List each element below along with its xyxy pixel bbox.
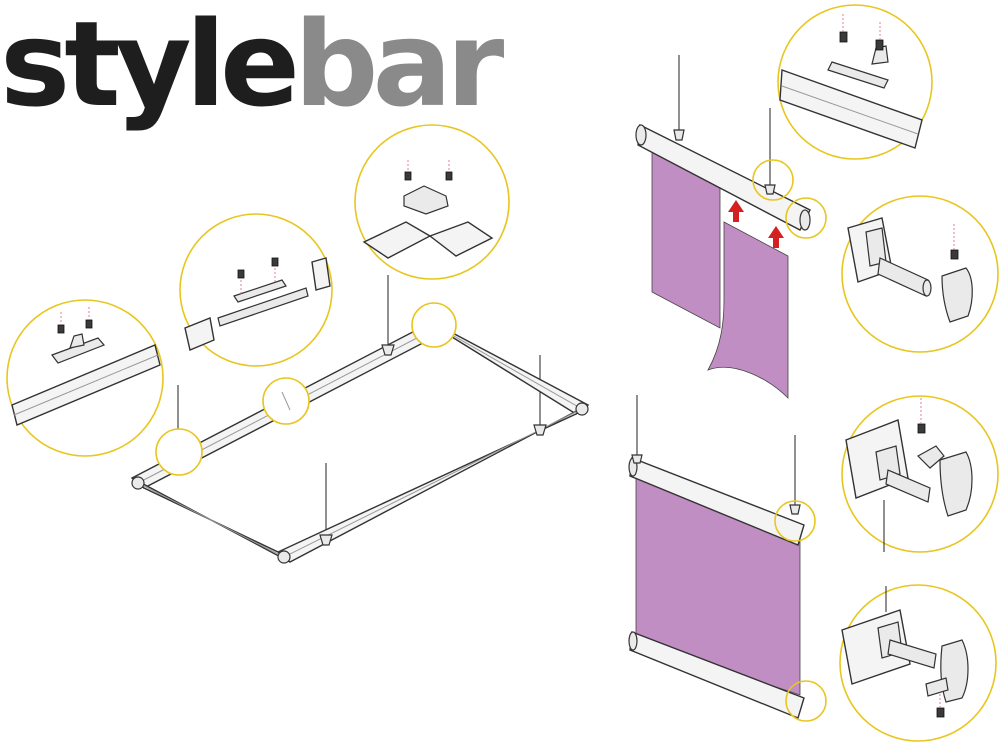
top-rail-end-right [799, 209, 811, 231]
detail-top-hanger-eye [871, 45, 889, 65]
stylebar-logo: stylebar [0, 0, 510, 133]
detail-corner-connector [354, 124, 510, 280]
set-screw-icon [271, 257, 279, 267]
frame-hanger-bottom [319, 534, 333, 546]
detail-hanger-on-rail [6, 299, 164, 457]
banner-being-inserted [707, 221, 789, 399]
set-screw-icon [404, 171, 412, 181]
detail-top-hanger-plate [827, 61, 889, 89]
marker-top-end [785, 197, 827, 239]
banner-hanger-left [631, 454, 643, 464]
detail-bottom-rod [887, 639, 937, 669]
frame-corner-right [575, 402, 589, 416]
frame-hanger-right [533, 424, 547, 436]
marker-top-hanger [752, 159, 794, 201]
frame-joint-line [281, 391, 291, 411]
svg-text:stylebar: stylebar [0, 0, 504, 133]
set-screw-icon [445, 171, 453, 181]
detail-end-cap-middle [841, 395, 999, 553]
detail-rod-tip [922, 279, 932, 297]
detail-end-cap-top [841, 195, 999, 353]
detail-right-rail-end [311, 257, 331, 291]
frame-hanger-top [381, 344, 395, 356]
end-cap-icon [939, 451, 973, 517]
frame-corner-bottom [277, 550, 291, 564]
end-cap-icon [941, 267, 973, 323]
corner-connector-icon [403, 185, 449, 215]
banner-bottom-rail-end-left [628, 631, 638, 651]
set-screw-icon [875, 39, 884, 51]
up-arrow-icon [728, 200, 784, 248]
detail-rail-groove [13, 354, 159, 416]
detail-corner-rail-right [428, 221, 494, 257]
top-rail-hanger-left [673, 129, 685, 141]
set-screw-icon [237, 269, 245, 279]
detail-left-rail-end [184, 317, 215, 351]
detail-joint-plate-part [233, 279, 287, 303]
end-cap-icon [940, 639, 969, 703]
hanging-banner-view [628, 395, 827, 722]
set-screw-icon [57, 324, 65, 334]
set-screw-icon [85, 319, 93, 329]
detail-middle-slot [875, 445, 901, 481]
set-screw-icon [839, 31, 848, 43]
banner-hanger-right [789, 504, 801, 515]
marker-banner-hanger [774, 500, 816, 542]
detail-hanger-eye [69, 333, 85, 349]
set-screw-icon [917, 423, 926, 434]
logo-text-style: style [0, 0, 295, 133]
detail-connector-bar [217, 287, 309, 327]
banner-insertion-view [635, 55, 827, 399]
detail-joint-plate [179, 213, 333, 367]
cable-hanger-icon [917, 445, 945, 469]
detail-top-hanger [777, 4, 933, 160]
detail-top-rail-groove [781, 85, 919, 135]
frame-marker-hanger [155, 428, 203, 476]
detail-end-cap-bottom [839, 584, 997, 742]
marker-banner-end [785, 680, 827, 722]
frame-corner-left [131, 476, 145, 490]
set-screw-icon [950, 249, 959, 260]
top-rail-hanger-right [764, 184, 776, 195]
detail-bottom-cap-foot [925, 677, 949, 697]
rectangular-frame [130, 275, 590, 564]
top-rail-end-left [635, 124, 647, 146]
logo-text-bar: bar [294, 0, 504, 133]
frame-marker-corner [411, 302, 457, 348]
detail-middle-rod [885, 469, 931, 503]
set-screw-icon [936, 707, 945, 718]
detail-top-rail-section [779, 69, 923, 149]
